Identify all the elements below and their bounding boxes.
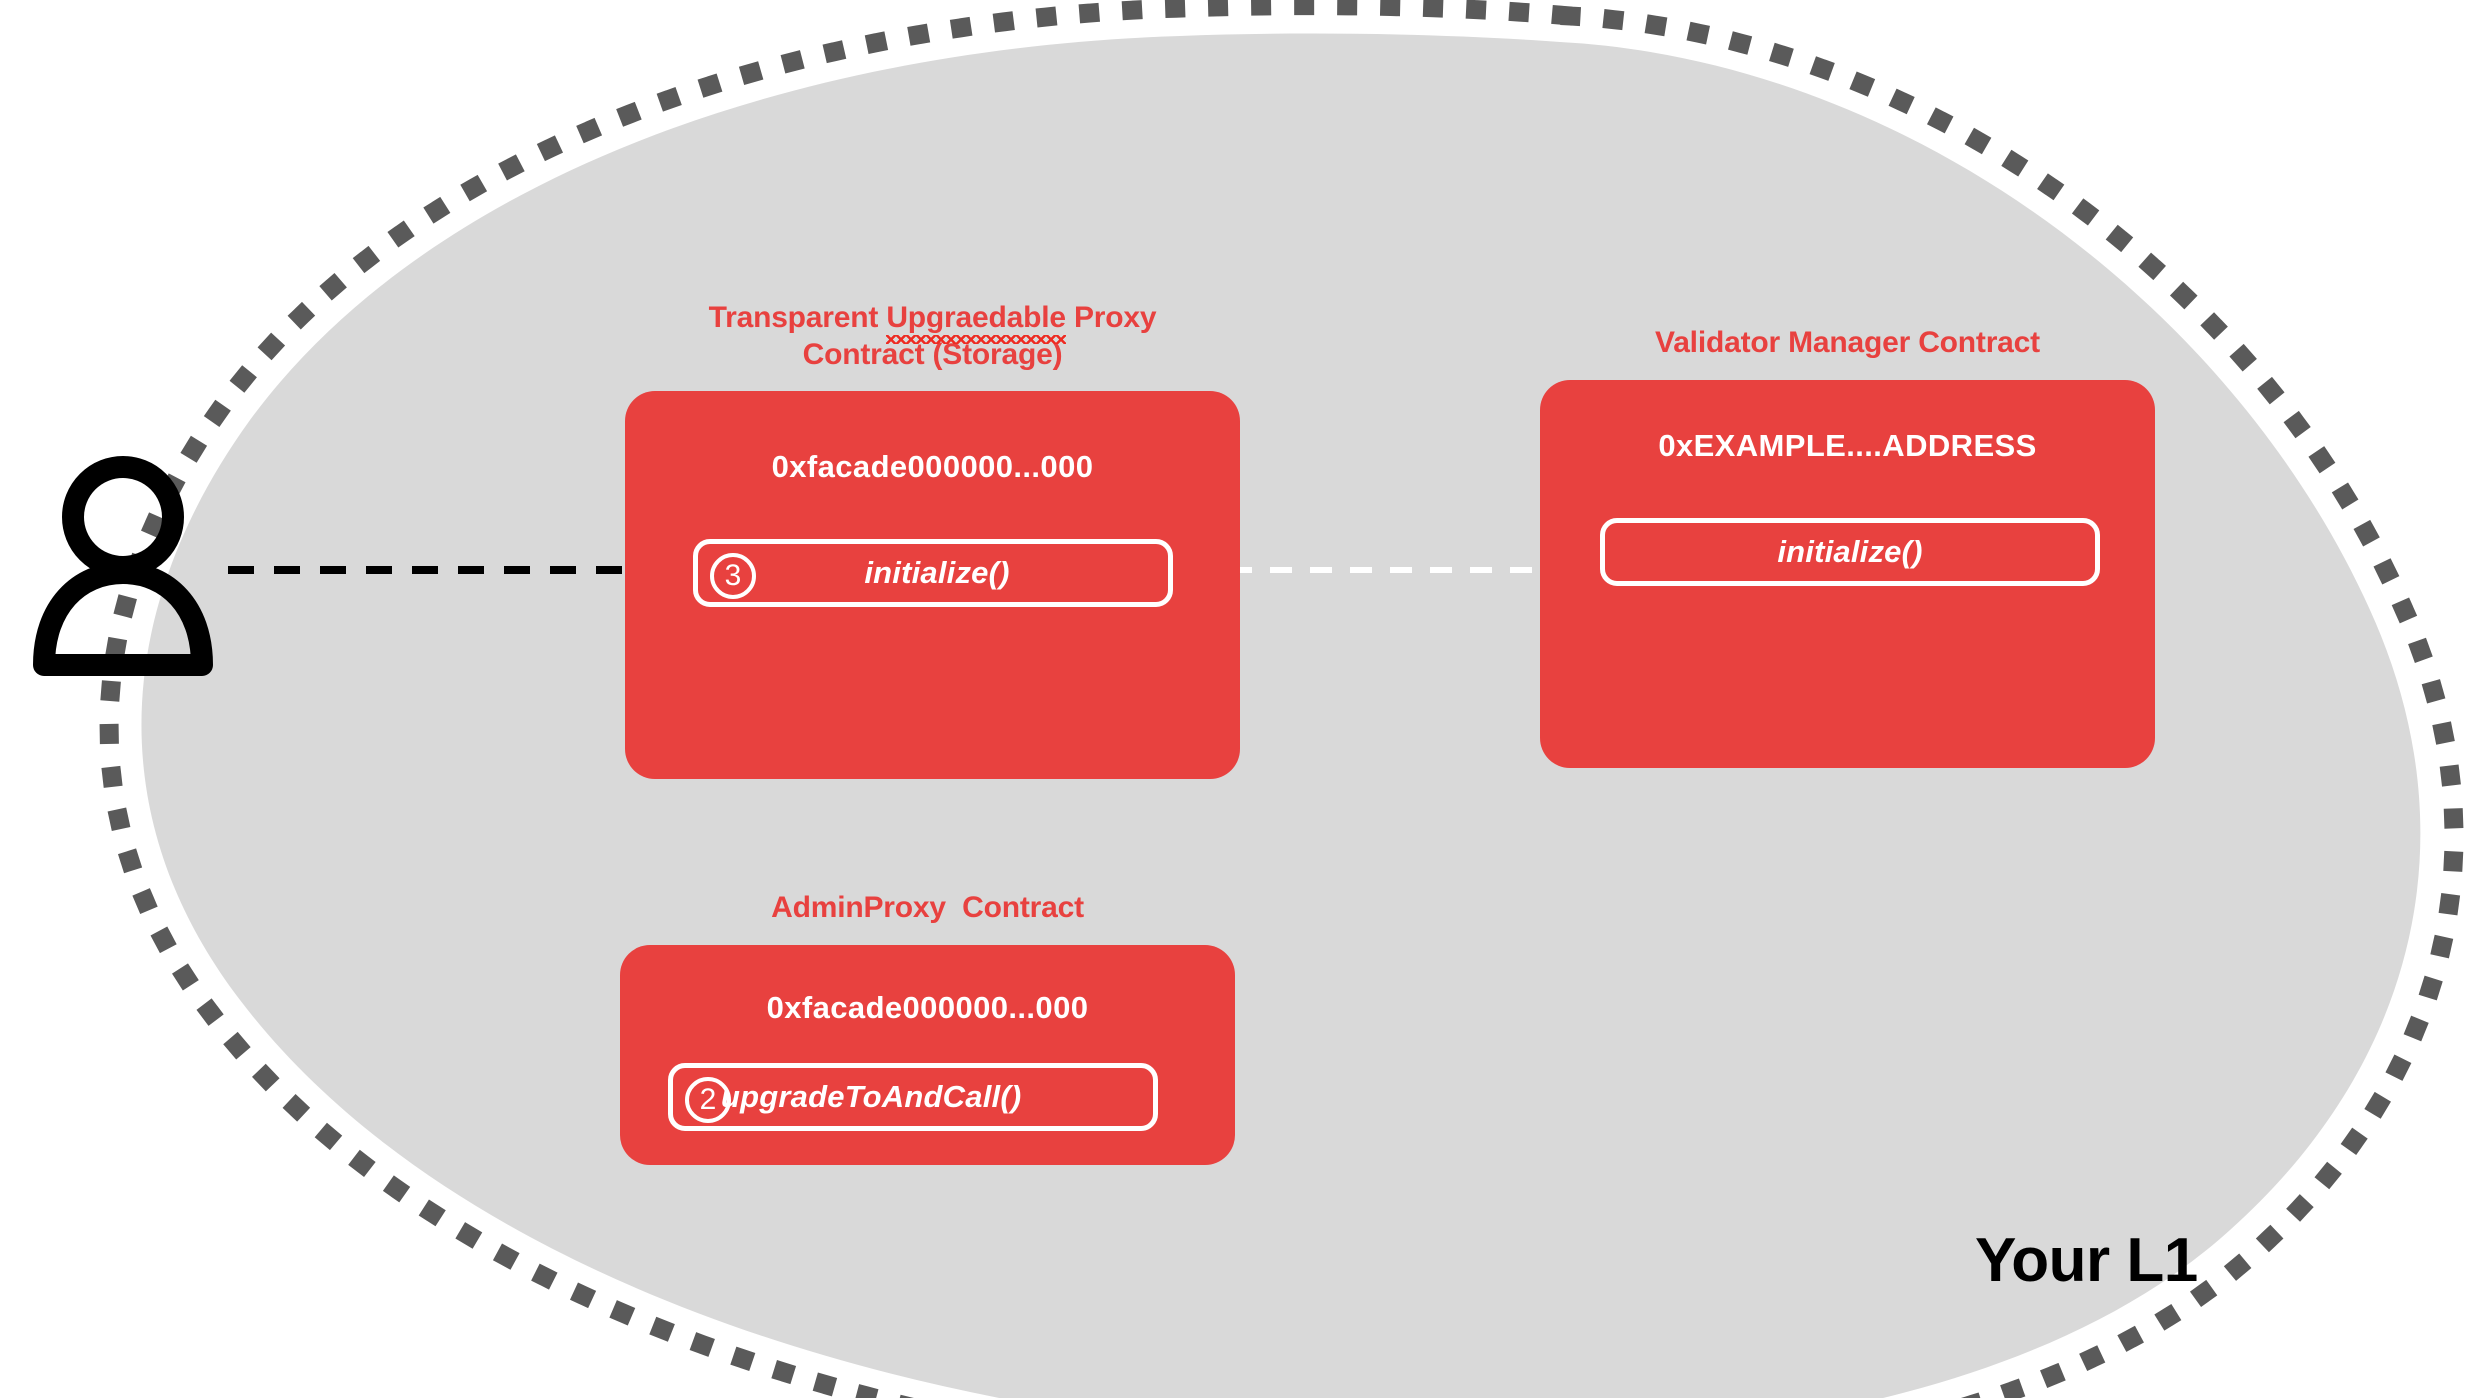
contract-title-proxy-line2: Contract (Storage): [802, 337, 1063, 371]
method-label-initialize-validator-manager: initialize(): [1777, 533, 1923, 569]
method-pill-initialize-proxy[interactable]: 3 initialize(): [693, 539, 1173, 608]
person-icon: [33, 456, 213, 676]
contract-validator-manager: Validator Manager Contract 0xEXAMPLE....…: [1540, 325, 2155, 768]
contract-title-proxy-misspelled: Upgraedable: [886, 300, 1066, 344]
contract-title-admin-proxy: AdminProxy Contract: [771, 891, 1084, 924]
step-badge-3: 3: [710, 553, 756, 600]
step-badge-2: 2: [685, 1076, 731, 1123]
contract-card-admin-proxy: 0xfacade000000...000 2 upgradeToAndCall(…: [620, 944, 1235, 1165]
contract-admin-proxy: AdminProxy Contract 0xfacade000000...000…: [620, 890, 1235, 1165]
contract-address-validator-manager: 0xEXAMPLE....ADDRESS: [1658, 427, 2037, 463]
contract-title-proxy: Transparent Upgraedable Proxy Contract (…: [625, 300, 1240, 373]
method-pill-upgrade-to-and-call[interactable]: 2 upgradeToAndCall(): [668, 1062, 1158, 1131]
contract-title-proxy-pre: Transparent: [708, 301, 887, 334]
contract-title-validator-manager: Validator Manager Contract: [1655, 326, 2040, 359]
contract-title-proxy-post: Proxy: [1065, 301, 1157, 334]
contract-card-proxy: 0xfacade000000...000 3 initialize(): [625, 391, 1240, 780]
method-pill-initialize-validator-manager[interactable]: initialize(): [1600, 517, 2100, 586]
zone-label: Your L1: [1975, 1226, 2198, 1295]
contract-address-proxy: 0xfacade000000...000: [771, 449, 1094, 485]
method-label-upgrade-to-and-call: upgradeToAndCall(): [721, 1078, 1022, 1114]
method-label-initialize-proxy: initialize(): [864, 555, 1010, 591]
contract-card-validator-manager: 0xEXAMPLE....ADDRESS initialize(): [1540, 379, 2155, 768]
contract-transparent-upgradeable-proxy: Transparent Upgraedable Proxy Contract (…: [625, 300, 1240, 780]
contract-address-admin-proxy: 0xfacade000000...000: [766, 989, 1089, 1025]
